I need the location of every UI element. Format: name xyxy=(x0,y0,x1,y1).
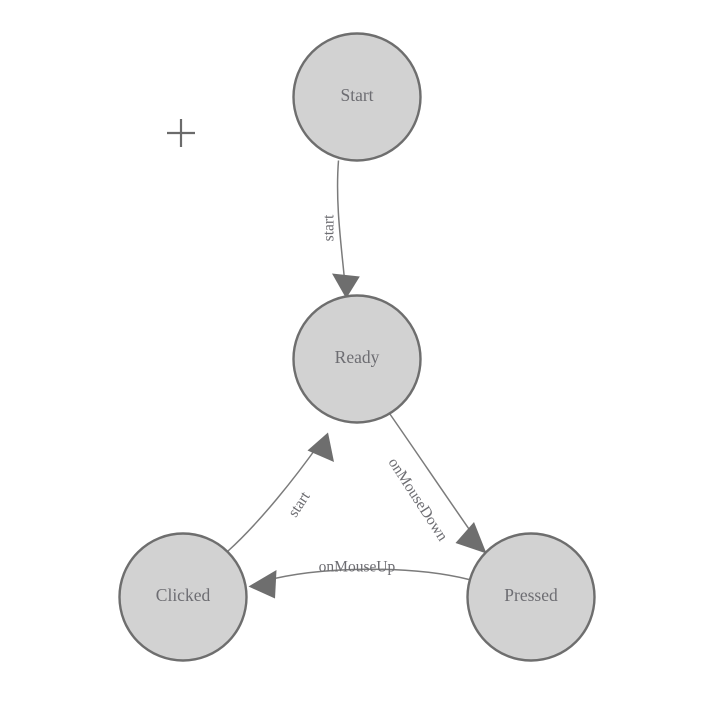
edge-label-start-to-ready: start xyxy=(321,214,338,241)
crosshair-icon xyxy=(167,119,195,147)
edge-start-to-ready[interactable]: start xyxy=(321,160,360,299)
node-ready-circle[interactable] xyxy=(292,294,422,424)
node-start-label: Start xyxy=(340,85,373,105)
node-ready-label: Ready xyxy=(335,347,380,367)
edge-label-clicked-to-ready: start xyxy=(285,488,314,520)
node-ready[interactable]: Ready xyxy=(292,294,422,424)
node-pressed-circle[interactable] xyxy=(466,532,596,662)
arrowhead-into-pressed-from-ready xyxy=(455,522,487,554)
edge-line-pressed-to-clicked xyxy=(261,568,470,583)
arrowhead-into-ready-from-start xyxy=(332,273,360,299)
edge-label-pressed-to-clicked: onMouseUp xyxy=(319,559,396,576)
node-clicked[interactable]: Clicked xyxy=(118,532,248,662)
node-pressed[interactable]: Pressed xyxy=(466,532,596,662)
edge-pressed-to-clicked[interactable]: onMouseUp xyxy=(248,559,470,599)
edge-line-clicked-to-ready xyxy=(227,441,322,552)
node-start-circle[interactable] xyxy=(292,32,422,162)
arrowhead-into-ready-from-clicked xyxy=(307,432,334,462)
edge-ready-to-pressed[interactable]: onMouseDown xyxy=(385,411,487,554)
edge-label-ready-to-pressed: onMouseDown xyxy=(385,455,451,545)
node-start[interactable]: Start xyxy=(292,32,422,162)
node-pressed-label: Pressed xyxy=(504,585,558,605)
node-clicked-circle[interactable] xyxy=(118,532,248,662)
node-clicked-label: Clicked xyxy=(156,585,211,605)
edge-line-start-to-ready xyxy=(336,160,347,291)
edge-clicked-to-ready[interactable]: start xyxy=(227,432,334,552)
arrowhead-into-clicked-from-pressed xyxy=(248,570,277,599)
